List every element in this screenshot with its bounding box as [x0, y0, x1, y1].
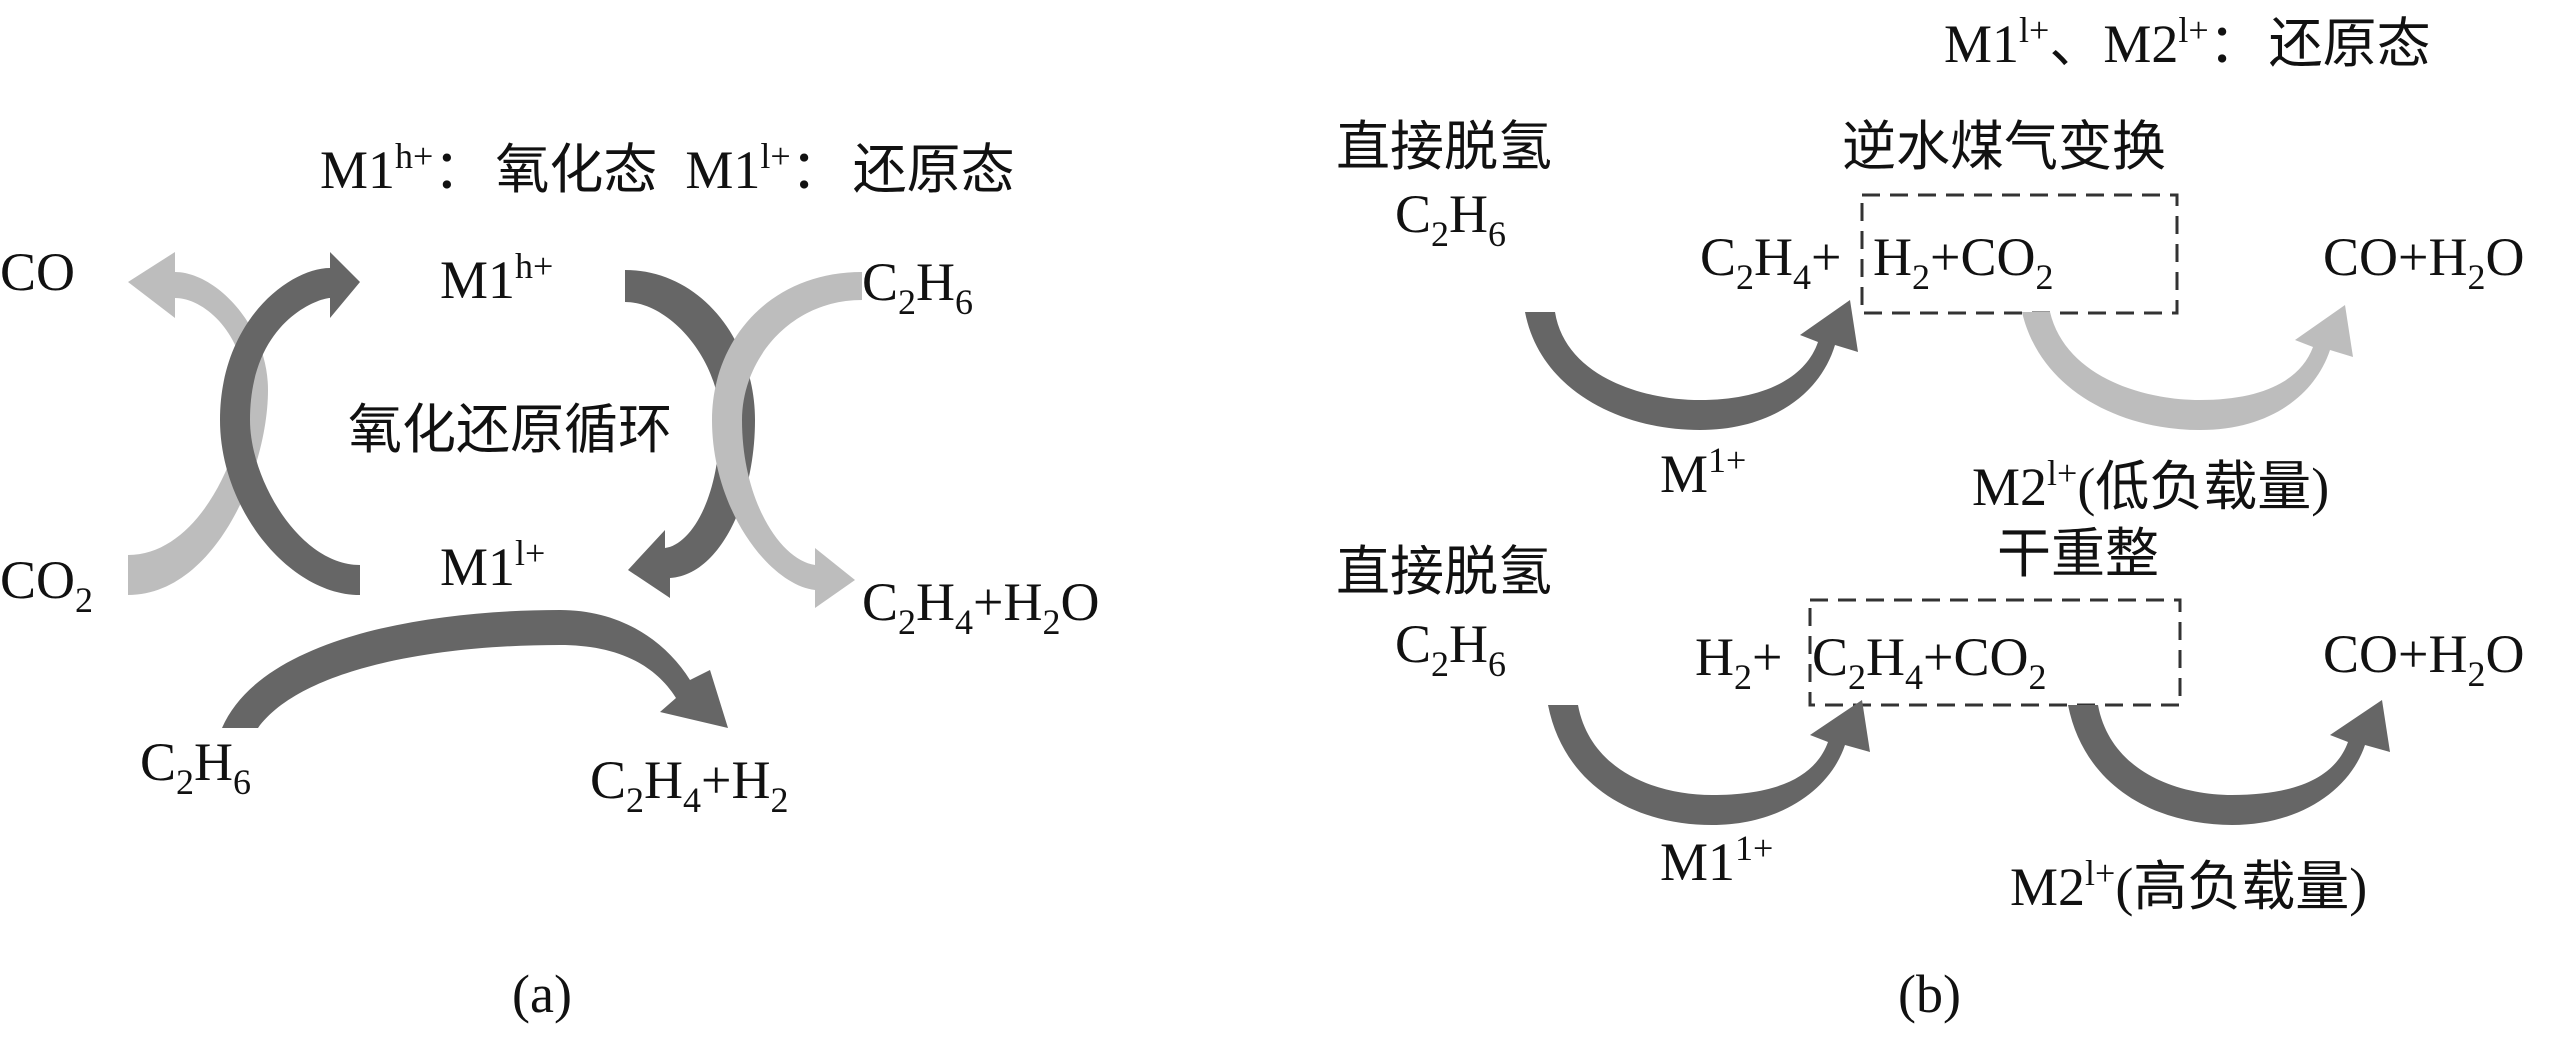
top-product-label: CO+H2O	[2323, 227, 2524, 297]
top-catalyst2-label: M2l+(低负载量)	[1972, 453, 2329, 517]
bottom-product-label: CO+H2O	[2323, 624, 2524, 694]
c2h6-bottom-label: C2H6	[140, 732, 251, 802]
m1h-label: M1h+	[440, 246, 553, 310]
bottom-h2-label: H2+	[1695, 627, 1782, 697]
bottom-dryreform-dark-arrow	[2068, 700, 2390, 825]
bottom-dehydro-dark-arrow	[1548, 700, 1870, 825]
m1l-to-m1h-dark-arrow	[220, 252, 360, 595]
top-c2h4-label: C2H4+	[1700, 227, 1842, 297]
bottom-dashed-box	[1808, 598, 2182, 707]
c2h6-to-c2h4-light-arrow	[712, 272, 862, 608]
top-boxed-label: H2+CO2	[1873, 227, 2053, 297]
cycle-label: 氧化还原循环	[348, 400, 672, 460]
m1h-to-m1l-dark-arrow	[625, 270, 755, 598]
top-feed-label: C2H6	[1395, 184, 1506, 254]
bottom-process-label: 干重整	[1997, 524, 2159, 584]
co2-label: CO2	[0, 550, 93, 620]
co-label: CO	[0, 242, 75, 302]
c2h6-right-label: C2H6	[862, 252, 973, 322]
c2h4-h2o-label: C2H4+H2O	[862, 572, 1099, 642]
top-rwgs-light-arrow	[2022, 305, 2353, 430]
c2h6-to-c2h4h2-dark-arrow	[222, 610, 728, 728]
m1l-label: M1l+	[440, 533, 545, 597]
panel-b-legend: M1l+、M2l+：还原态	[1944, 10, 2431, 74]
top-dehydro-label: 直接脱氢	[1336, 117, 1552, 177]
top-catalyst1-label: M1+	[1660, 440, 1746, 504]
panel-b: M1l+、M2l+：还原态 直接脱氢 C2H6 逆水煤气变换 C2H4+ H2+…	[1336, 10, 2524, 1024]
co2-to-co-light-arrow	[128, 252, 268, 595]
bottom-catalyst1-label: M11+	[1660, 828, 1773, 892]
panel-a-caption: (a)	[512, 964, 572, 1024]
bottom-boxed-label: C2H4+CO2	[1812, 627, 2047, 697]
c2h4-h2-label: C2H4+H2	[590, 750, 788, 820]
bottom-dehydro-label: 直接脱氢	[1336, 542, 1552, 602]
top-dashed-box	[1860, 193, 2179, 315]
bottom-catalyst2-label: M2l+(高负载量)	[2010, 853, 2367, 917]
top-dehydro-dark-arrow	[1525, 300, 1858, 430]
bottom-feed-label: C2H6	[1395, 614, 1506, 684]
top-process-label: 逆水煤气变换	[1842, 117, 2166, 177]
panel-b-caption: (b)	[1898, 964, 1961, 1024]
